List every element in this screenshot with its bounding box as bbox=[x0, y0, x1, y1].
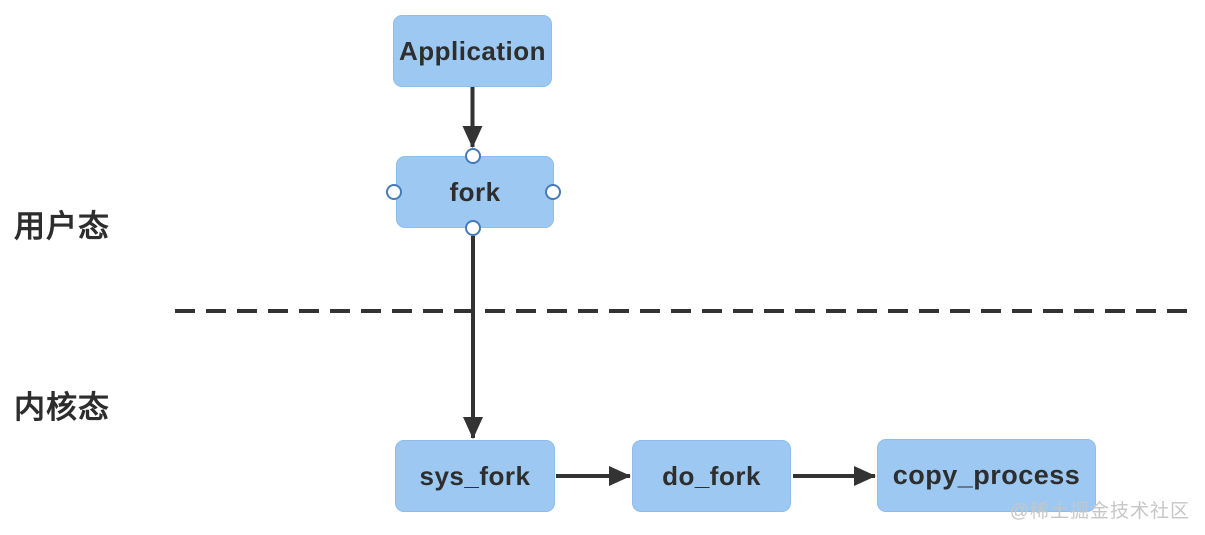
node-sys-fork-label: sys_fork bbox=[419, 460, 531, 491]
user-mode-label: 用户态 bbox=[14, 209, 110, 244]
connection-handle-left[interactable] bbox=[386, 184, 402, 200]
connection-handle-right[interactable] bbox=[545, 184, 561, 200]
connection-handle-top[interactable] bbox=[465, 148, 481, 164]
node-do-fork[interactable]: do_fork bbox=[632, 440, 791, 512]
node-sys-fork[interactable]: sys_fork bbox=[395, 440, 555, 512]
node-fork-label: fork bbox=[449, 176, 501, 207]
node-fork[interactable]: fork bbox=[396, 156, 554, 228]
connection-handle-bottom[interactable] bbox=[465, 220, 481, 236]
node-copy-process[interactable]: copy_process bbox=[877, 439, 1096, 512]
kernel-mode-label: 内核态 bbox=[14, 390, 110, 425]
node-copy-process-label: copy_process bbox=[892, 460, 1081, 490]
node-application[interactable]: Application bbox=[393, 15, 552, 87]
node-do-fork-label: do_fork bbox=[662, 460, 761, 491]
node-application-label: Application bbox=[398, 35, 547, 66]
